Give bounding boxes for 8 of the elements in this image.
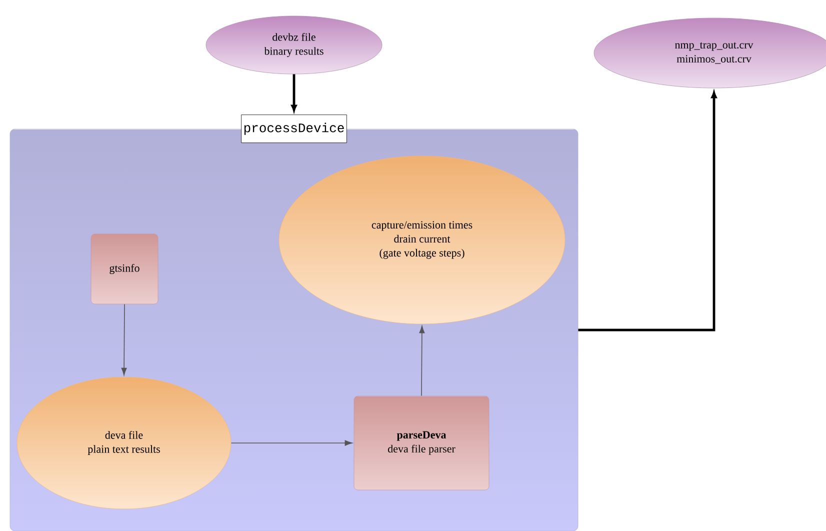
arrow [121,304,127,376]
arrow [291,74,297,112]
arrow [230,440,352,446]
tool-box: gtsinfo [90,234,158,304]
arrow [578,92,717,332]
arrow [419,326,425,396]
panel-title: processDevice [241,114,347,143]
tool-box: parseDeva deva file parser [354,396,490,490]
